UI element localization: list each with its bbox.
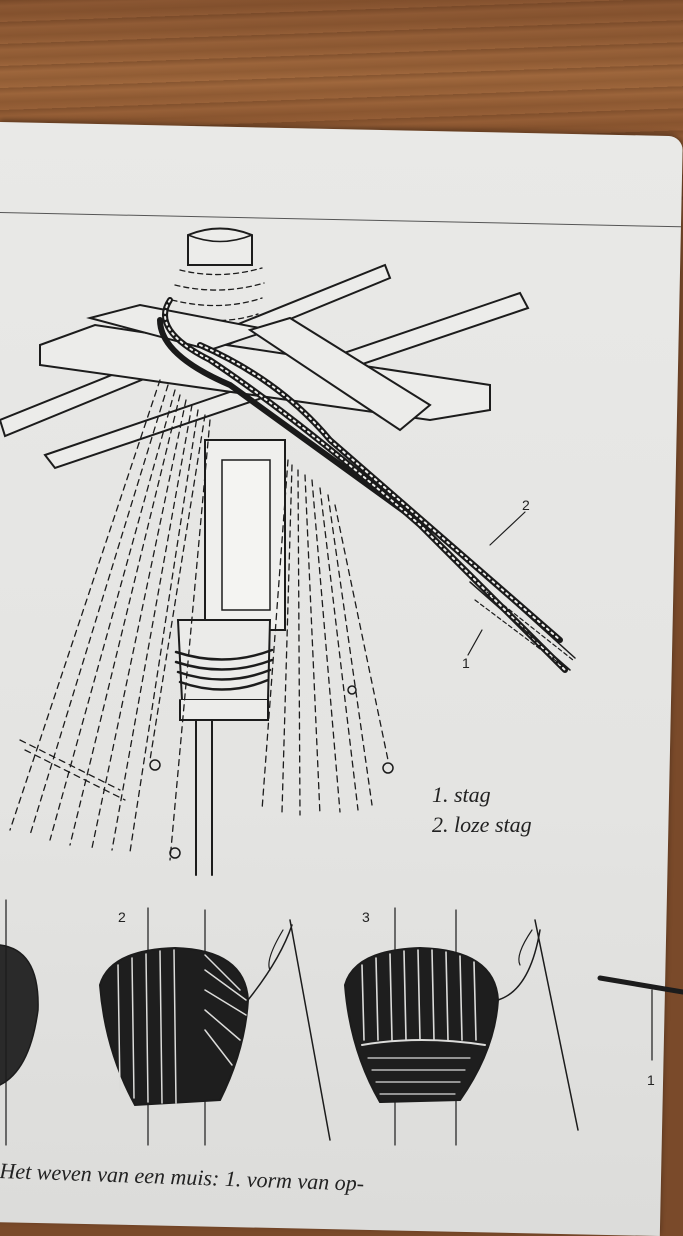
step-label-3: 3 bbox=[362, 909, 370, 925]
legend-item-stag: 1. stag bbox=[432, 782, 491, 807]
right-partial-rope bbox=[597, 975, 683, 995]
mast-rigging-illustration: 2 1 2 3 1 bbox=[0, 227, 683, 1146]
callout-label-1: 1 bbox=[462, 655, 470, 671]
legend-item-loze-stag: 2. loze stag bbox=[432, 812, 532, 837]
crosstrees bbox=[0, 263, 530, 470]
mast-top bbox=[187, 227, 253, 266]
step2-mouse bbox=[98, 946, 250, 1107]
step-label-2: 2 bbox=[118, 909, 126, 925]
callout-label-2: 2 bbox=[522, 497, 530, 513]
step3-mouse bbox=[343, 946, 500, 1104]
right-callout-label-1: 1 bbox=[647, 1072, 655, 1088]
figure-legend: 1. stag 2. loze stag bbox=[432, 780, 532, 840]
step1-partial bbox=[0, 944, 39, 1086]
step3-woven-band bbox=[367, 1057, 471, 1095]
shrouds-dashed bbox=[9, 379, 389, 861]
